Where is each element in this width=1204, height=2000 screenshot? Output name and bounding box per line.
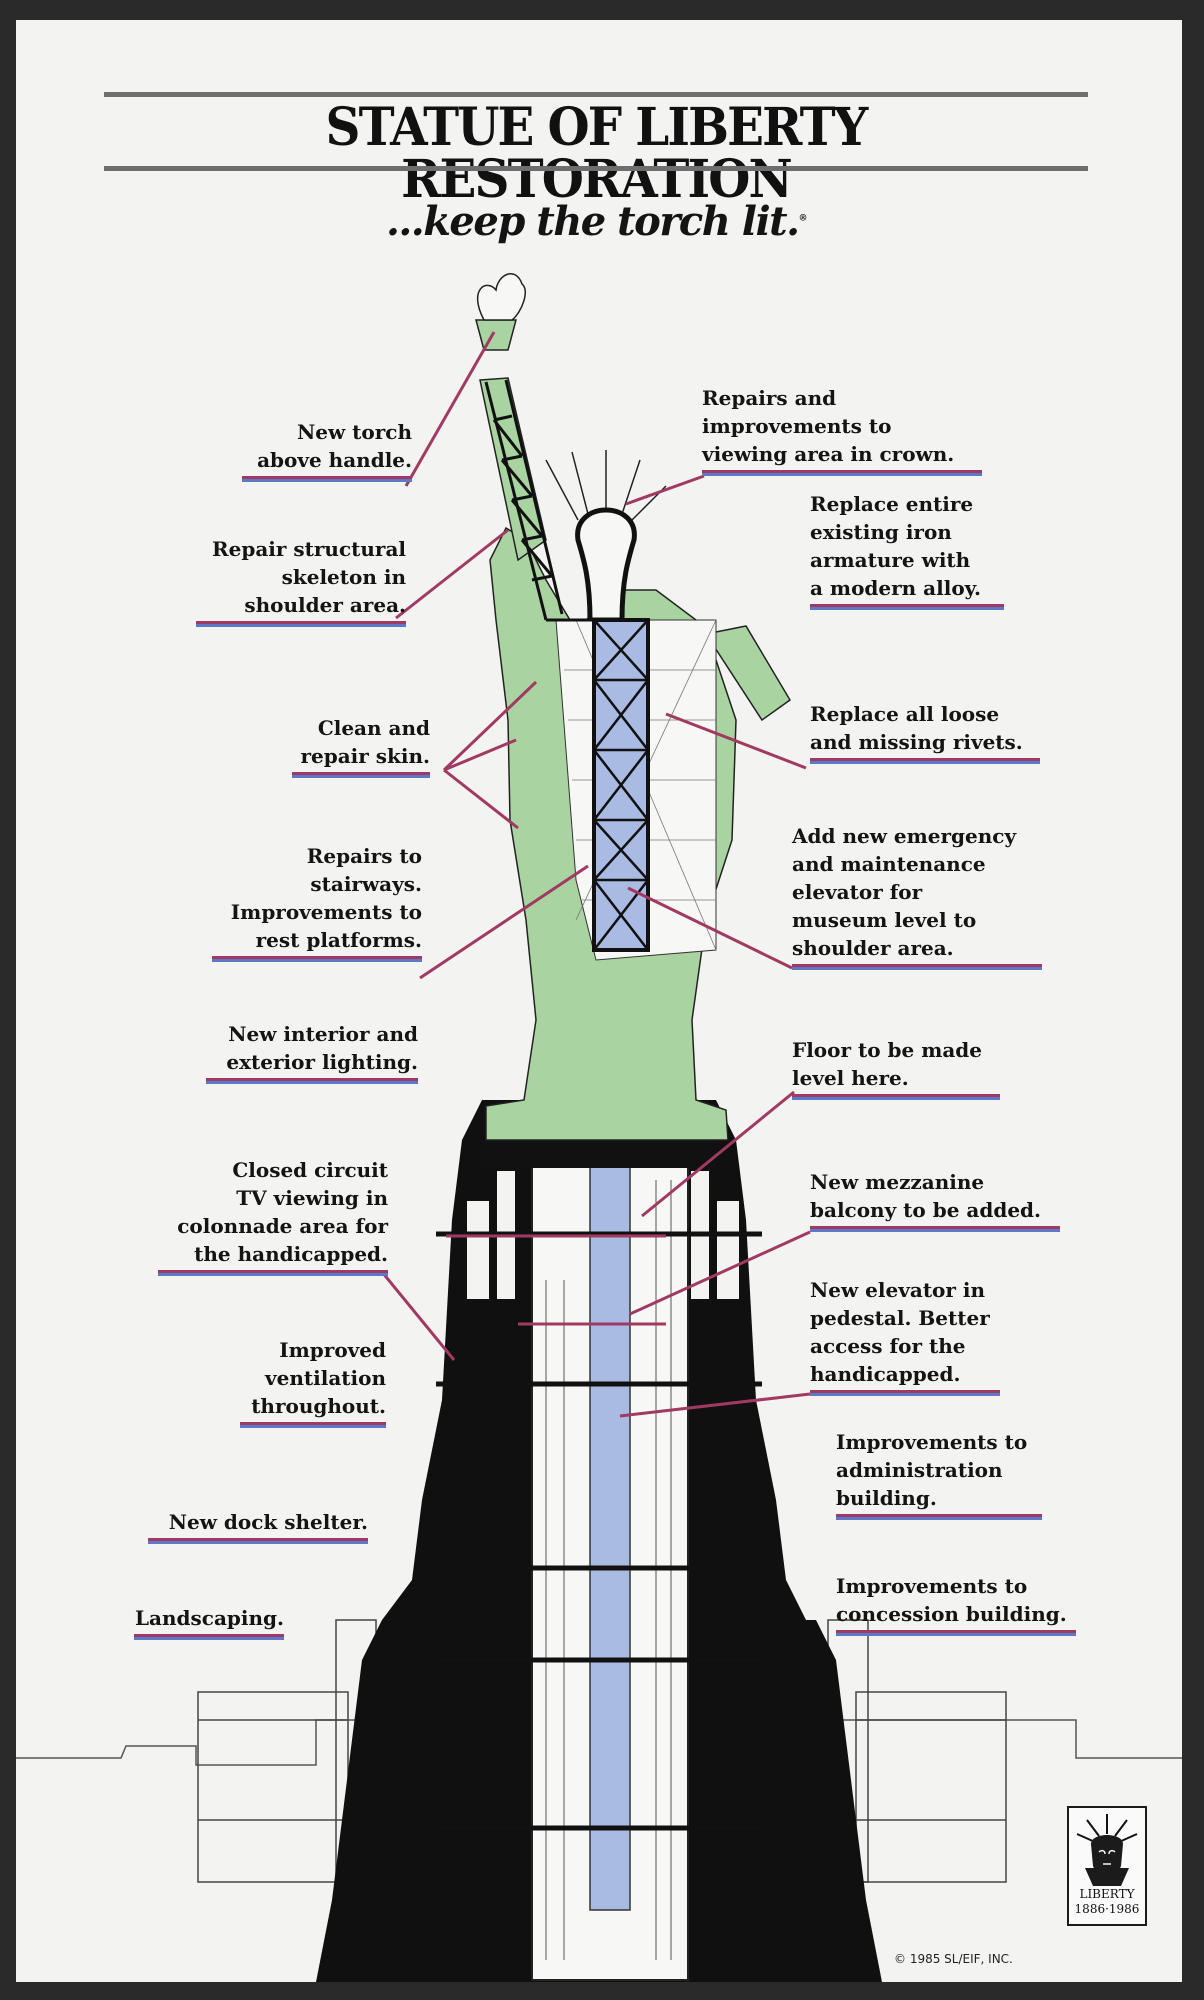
label-line: improvements to xyxy=(702,414,892,438)
label-pedestal-elevator: New elevator in pedestal. Better access … xyxy=(810,1276,1000,1393)
liberty-head-icon xyxy=(1076,1814,1138,1886)
label-line: a modern alloy. xyxy=(810,576,981,600)
tablet xyxy=(704,625,791,722)
label-line: pedestal. Better xyxy=(810,1306,990,1330)
label-line: balcony to be added. xyxy=(810,1198,1041,1222)
pedestal-floors xyxy=(436,1231,762,1831)
label-line: existing iron xyxy=(810,520,952,544)
label-line: ventilation xyxy=(265,1366,386,1390)
label-line: shoulder area. xyxy=(244,593,406,617)
label-concession-building: Improvements to concession building. xyxy=(836,1572,1076,1633)
label-administration-building: Improvements to administration building. xyxy=(836,1428,1042,1517)
label-line: Floor to be made xyxy=(792,1038,983,1062)
title-rule-bottom xyxy=(104,166,1088,171)
label-line: Improvements to xyxy=(836,1430,1028,1454)
label-line: elevator for xyxy=(792,880,923,904)
label-line: concession building. xyxy=(836,1602,1067,1626)
label-dock-shelter: New dock shelter. xyxy=(148,1508,368,1541)
copyright-notice: © 1985 SL/EIF, INC. xyxy=(894,1952,1013,1966)
ground-line xyxy=(16,1719,1182,1766)
pointer-lines xyxy=(380,331,811,1418)
label-line: Replace entire xyxy=(810,492,974,516)
pedestal-cap xyxy=(482,1140,716,1168)
label-ventilation: Improved ventilation throughout. xyxy=(240,1336,386,1425)
label-line: rest platforms. xyxy=(255,928,422,952)
label-line: New dock shelter. xyxy=(168,1510,368,1534)
label-line: Add new emergency xyxy=(792,824,1017,848)
label-rivets: Replace all loose and missing rivets. xyxy=(810,700,1040,761)
label-line: New interior and xyxy=(228,1022,418,1046)
arm-truss xyxy=(484,379,594,622)
torch-flame xyxy=(477,273,526,321)
statue-cutaway-illustration xyxy=(16,273,1182,1982)
label-line: building. xyxy=(836,1486,937,1510)
label-closed-circuit-tv: Closed circuit TV viewing in colonnade a… xyxy=(158,1156,388,1273)
label-line: Replace all loose xyxy=(810,702,1000,726)
label-line: Improvements to xyxy=(230,900,422,924)
label-floor-level: Floor to be made level here. xyxy=(792,1036,1000,1097)
label-landscaping: Landscaping. xyxy=(134,1604,284,1637)
label-stairways: Repairs to stairways. Improvements to re… xyxy=(212,842,422,959)
label-line: Closed circuit xyxy=(232,1158,388,1182)
poster-title: STATUE OF LIBERTY RESTORATION xyxy=(325,97,869,210)
pylon-bracing xyxy=(593,619,649,951)
label-line: and missing rivets. xyxy=(810,730,1023,754)
logo-word: LIBERTY xyxy=(1079,1887,1135,1901)
label-mezzanine: New mezzanine balcony to be added. xyxy=(810,1168,1060,1229)
poster-subtitle: ...keep the torch lit.® xyxy=(216,202,976,242)
label-crown-viewing: Repairs and improvements to viewing area… xyxy=(702,384,982,473)
label-line: administration xyxy=(836,1458,1003,1482)
label-line: the handicapped. xyxy=(194,1242,388,1266)
label-line: New elevator in xyxy=(810,1278,986,1302)
label-line: viewing area in crown. xyxy=(702,442,955,466)
label-line: Improvements to xyxy=(836,1574,1028,1598)
logo-years: 1886·1986 xyxy=(1074,1902,1140,1916)
label-line: level here. xyxy=(792,1066,909,1090)
title-rule-top xyxy=(104,92,1088,97)
label-line: New torch xyxy=(296,420,412,444)
label-line: New mezzanine xyxy=(810,1170,985,1194)
label-line: skeleton in xyxy=(281,565,406,589)
label-line: above handle. xyxy=(257,448,412,472)
label-emergency-elevator: Add new emergency and maintenance elevat… xyxy=(792,822,1042,967)
label-new-torch: New torch above handle. xyxy=(242,418,412,479)
label-line: armature with xyxy=(810,548,971,572)
label-line: museum level to xyxy=(792,908,977,932)
label-iron-armature: Replace entire existing iron armature wi… xyxy=(810,490,1004,607)
subtitle-registered-mark: ® xyxy=(798,213,808,224)
label-line: shoulder area. xyxy=(792,936,954,960)
label-lighting: New interior and exterior lighting. xyxy=(206,1020,418,1081)
label-line: Repair structural xyxy=(211,537,406,561)
label-line: repair skin. xyxy=(300,744,430,768)
label-line: Improved xyxy=(279,1338,386,1362)
label-line: Landscaping. xyxy=(134,1606,284,1630)
label-line: handicapped. xyxy=(810,1362,961,1386)
label-line: Repairs to xyxy=(306,844,422,868)
head xyxy=(575,507,637,623)
label-line: access for the xyxy=(810,1334,966,1358)
label-line: Repairs and xyxy=(702,386,837,410)
label-line: and maintenance xyxy=(792,852,986,876)
poster: STATUE OF LIBERTY RESTORATION ...keep th… xyxy=(16,20,1182,1982)
elevator-shaft xyxy=(589,1165,631,1911)
label-line: exterior lighting. xyxy=(226,1050,418,1074)
liberty-logo: LIBERTY 1886·1986 xyxy=(1067,1806,1147,1926)
label-line: stairways. xyxy=(310,872,422,896)
label-clean-skin: Clean and repair skin. xyxy=(292,714,430,775)
label-structural-skeleton: Repair structural skeleton in shoulder a… xyxy=(196,535,406,624)
subtitle-text: ...keep the torch lit. xyxy=(385,198,800,245)
label-line: TV viewing in xyxy=(236,1186,388,1210)
label-line: colonnade area for xyxy=(177,1214,388,1238)
torch xyxy=(475,319,517,351)
label-line: Clean and xyxy=(317,716,430,740)
label-line: throughout. xyxy=(251,1394,386,1418)
